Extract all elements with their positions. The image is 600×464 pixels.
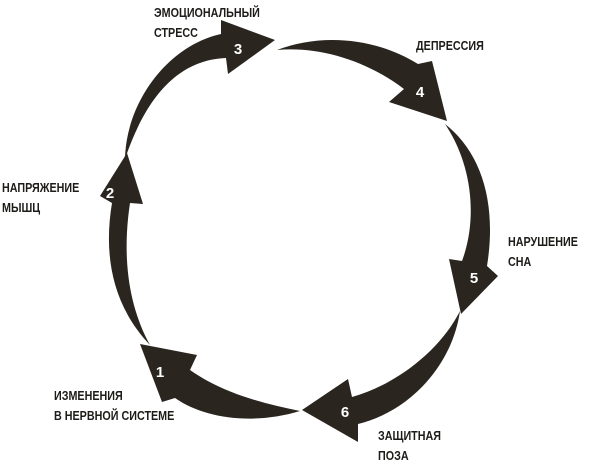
step-number-6: 6 [341, 404, 349, 421]
label-step-1: ИЗМЕНЕНИЯ В НЕРВНОЙ СИСТЕМЕ [54, 389, 175, 423]
arrow-step-5: 5 [445, 124, 498, 314]
arrow-step-1: 1 [140, 344, 300, 419]
arrow-step-3: 3 [125, 20, 275, 159]
step-number-3: 3 [234, 41, 242, 58]
step-number-2: 2 [106, 185, 114, 202]
arrow-step-2: 2 [100, 153, 150, 345]
label-step-5: НАРУШЕНИЕ СНА [508, 235, 578, 269]
arrow-step-6: 6 [302, 311, 460, 442]
label-step-6: ЗАЩИТНАЯ ПОЗА [378, 429, 442, 463]
step-number-5: 5 [470, 270, 478, 287]
step-number-4: 4 [416, 84, 425, 101]
label-step-2: НАПРЯЖЕНИЕ МЫШЦ [2, 181, 80, 215]
label-step-4: ДЕПРЕССИЯ [416, 39, 484, 53]
arrow-step-4: 4 [277, 39, 447, 121]
step-number-1: 1 [156, 364, 164, 381]
label-step-3: ЭМОЦИОНАЛЬНЫЙ СТРЕСС [154, 6, 260, 40]
